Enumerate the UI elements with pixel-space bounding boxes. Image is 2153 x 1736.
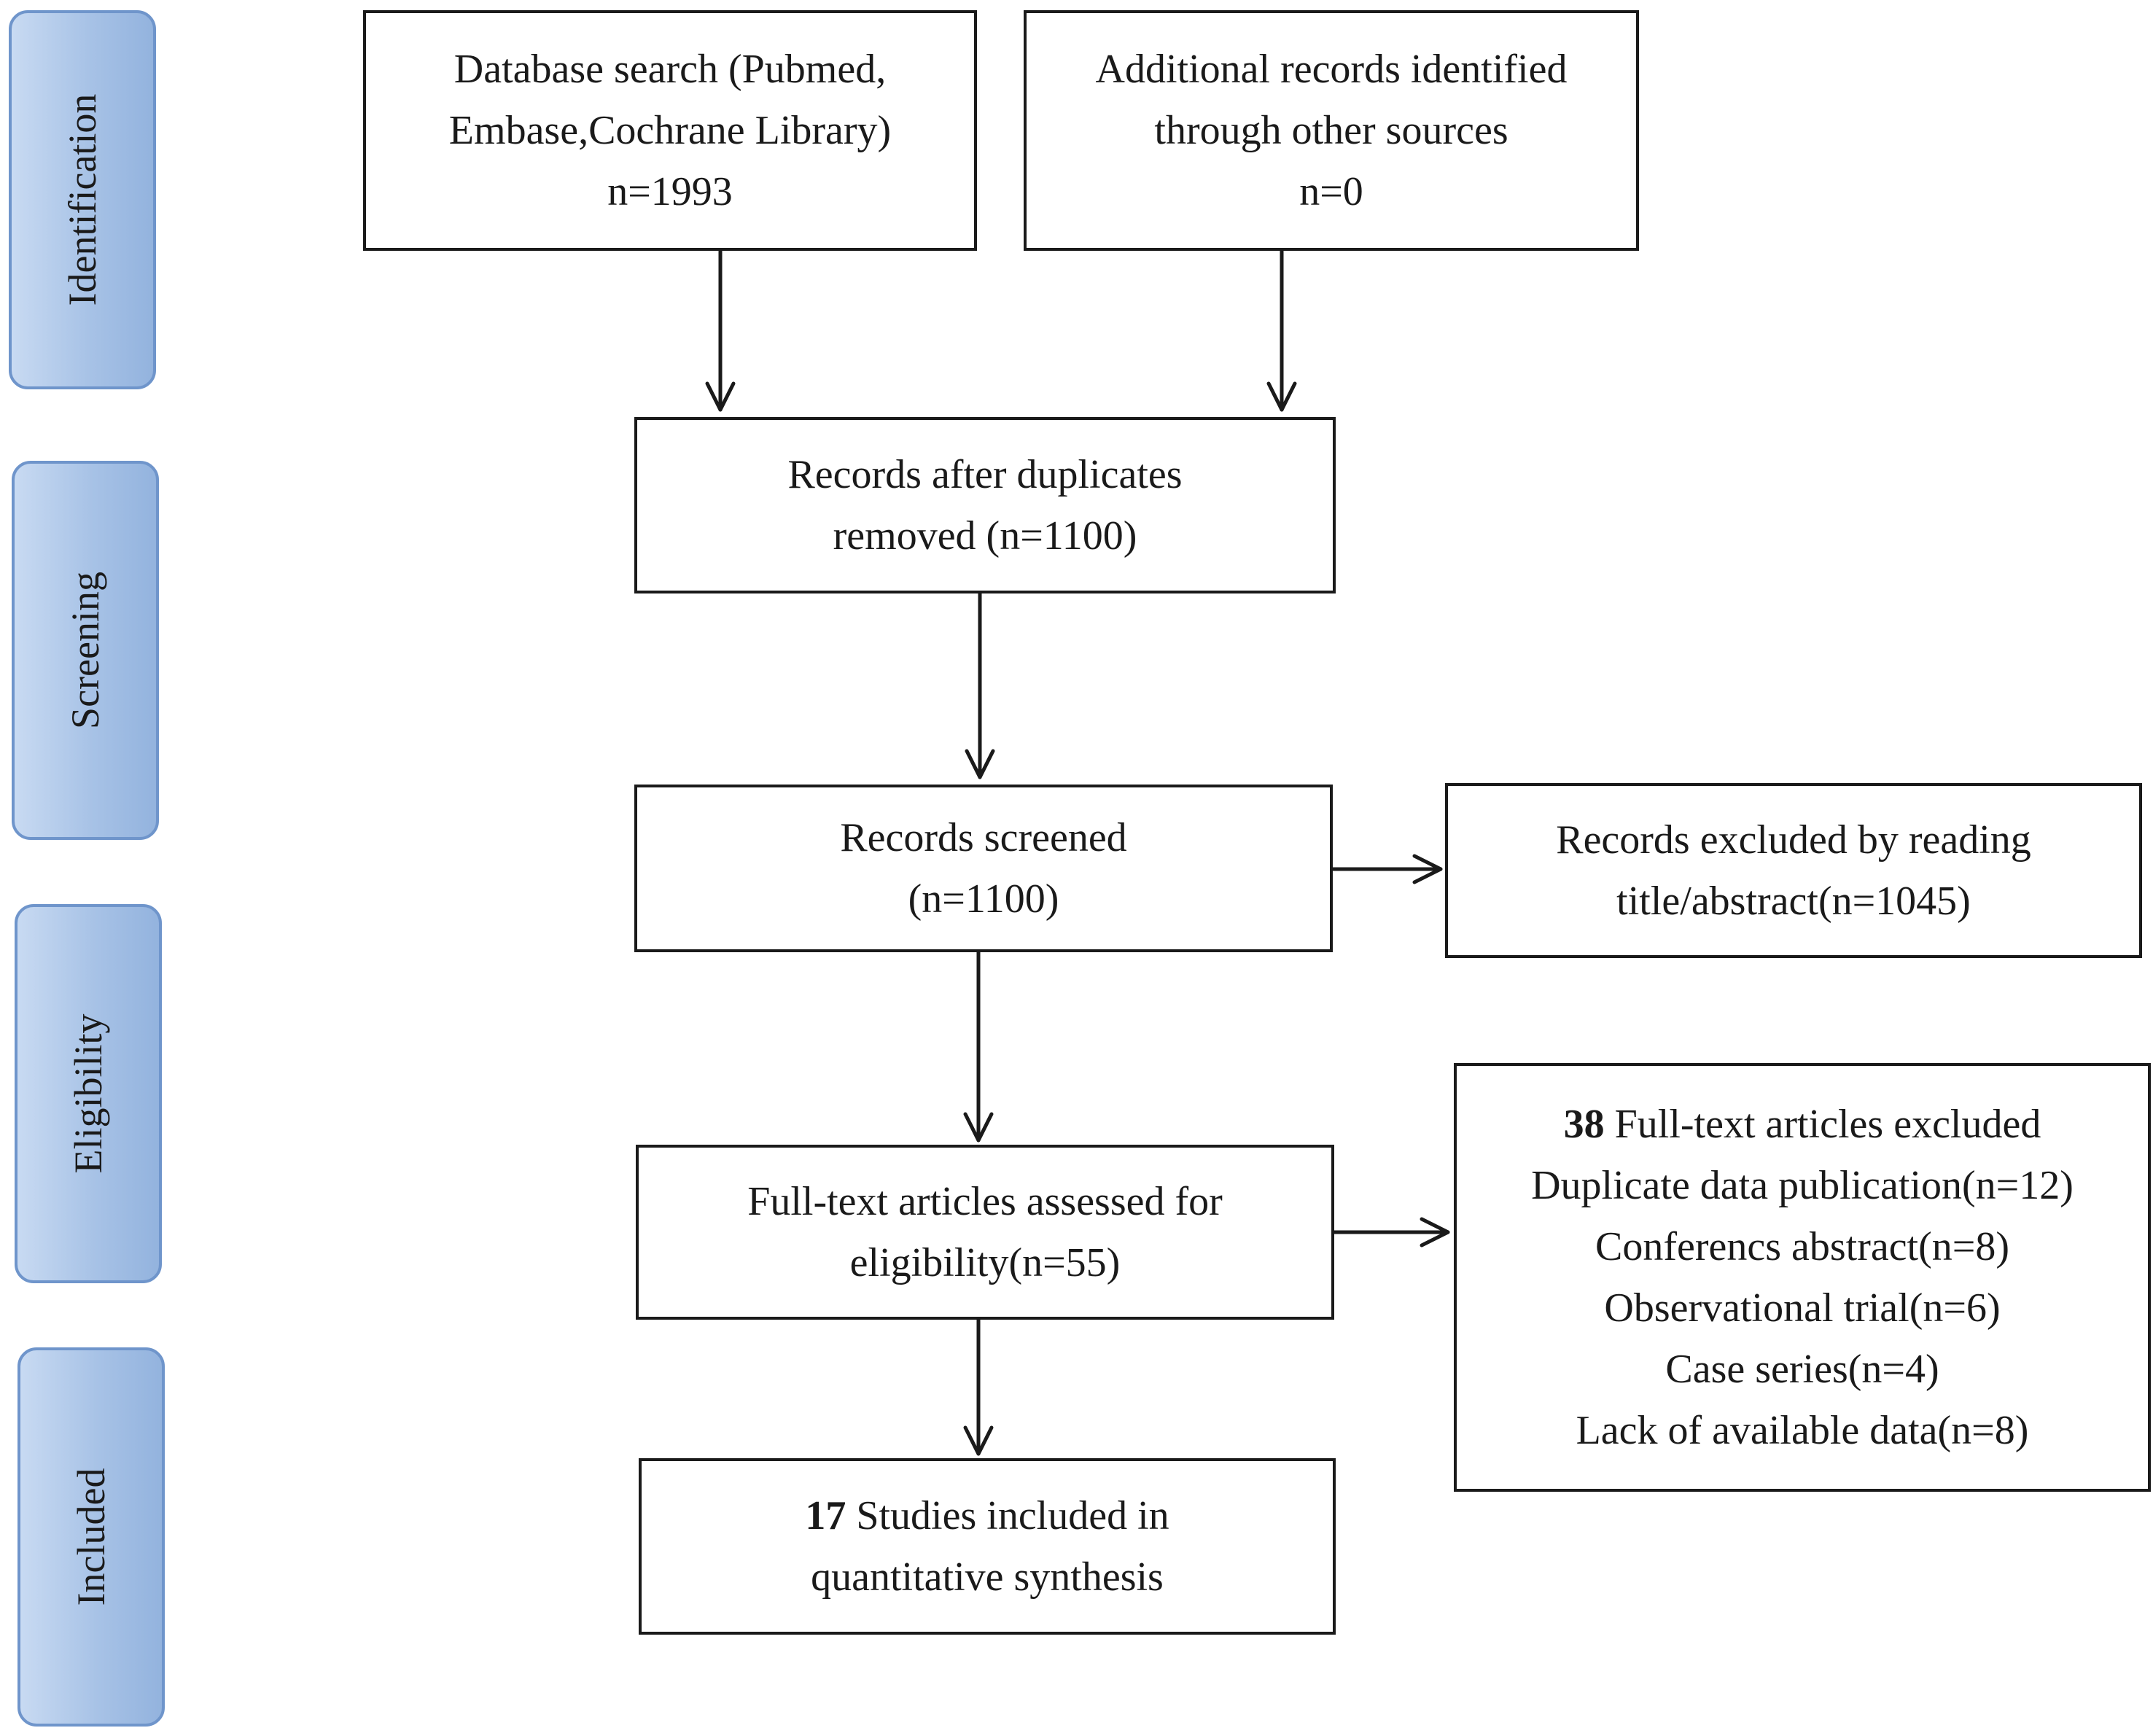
full-text-excluded-heading: 38 Full-text articles excluded [1564,1094,2041,1155]
additional-records-line-1: Additional records identified [1095,47,1568,92]
stage-screening: Screening [12,461,159,840]
stage-eligibility: Eligibility [15,904,162,1283]
stage-identification: Identification [9,10,156,389]
studies-included-line-1: 17 Studies included in [805,1485,1169,1546]
records-screened-line-2: (n=1100) [908,876,1059,922]
exclusion-reason: Observational trial(n=6) [1604,1285,2001,1331]
after-duplicates-box: Records after duplicates removed (n=1100… [634,417,1336,593]
records-screened-line-1: Records screened [840,815,1127,860]
after-duplicates-line-2: removed (n=1100) [833,513,1137,558]
studies-included-line-2: quantitative synthesis [811,1554,1164,1600]
excluded-title-line-1: Records excluded by reading [1556,817,2031,863]
exclusion-reason: Conferencs abstract(n=8) [1595,1224,2009,1269]
full-text-excluded-heading-text: Full-text articles excluded [1604,1102,2041,1147]
database-search-box: Database search (Pubmed, Embase,Cochrane… [363,10,977,251]
arrowhead [1266,381,1297,412]
full-text-excluded-box: 38 Full-text articles excluded Duplicate… [1454,1063,2151,1492]
full-text-assessed-line-2: eligibility(n=55) [849,1240,1121,1285]
arrowhead [965,749,995,779]
arrowhead [1412,854,1443,884]
database-search-line-2: Embase,Cochrane Library) [448,108,892,153]
studies-included-line-1-text: Studies included in [846,1493,1169,1538]
database-search-count: n=1993 [607,169,733,214]
arrowhead [963,1425,994,1456]
arrowhead [1420,1217,1450,1247]
stage-included: Included [17,1347,165,1727]
database-search-line-1: Database search (Pubmed, [453,47,887,92]
excluded-title-abstract-box: Records excluded by reading title/abstra… [1445,783,2142,958]
records-screened-box: Records screened (n=1100) [634,785,1333,952]
studies-included-count: 17 [805,1493,846,1538]
additional-records-line-2: through other sources [1154,108,1508,153]
additional-records-box: Additional records identified through ot… [1024,10,1639,251]
arrowhead [705,381,736,412]
studies-included-box: 17 Studies included in quantitative synt… [639,1458,1336,1635]
full-text-excluded-count: 38 [1563,1102,1605,1147]
arrowhead [963,1112,994,1143]
full-text-assessed-line-1: Full-text articles assessed for [747,1179,1223,1224]
exclusion-reason: Lack of available data(n=8) [1576,1408,2029,1453]
full-text-assessed-box: Full-text articles assessed for eligibil… [636,1145,1334,1320]
exclusion-reason: Duplicate data publication(n=12) [1531,1163,2074,1208]
additional-records-count: n=0 [1299,169,1363,214]
exclusion-reason: Case series(n=4) [1665,1347,1939,1392]
after-duplicates-line-1: Records after duplicates [787,452,1183,497]
excluded-title-line-2: title/abstract(n=1045) [1616,879,1971,924]
